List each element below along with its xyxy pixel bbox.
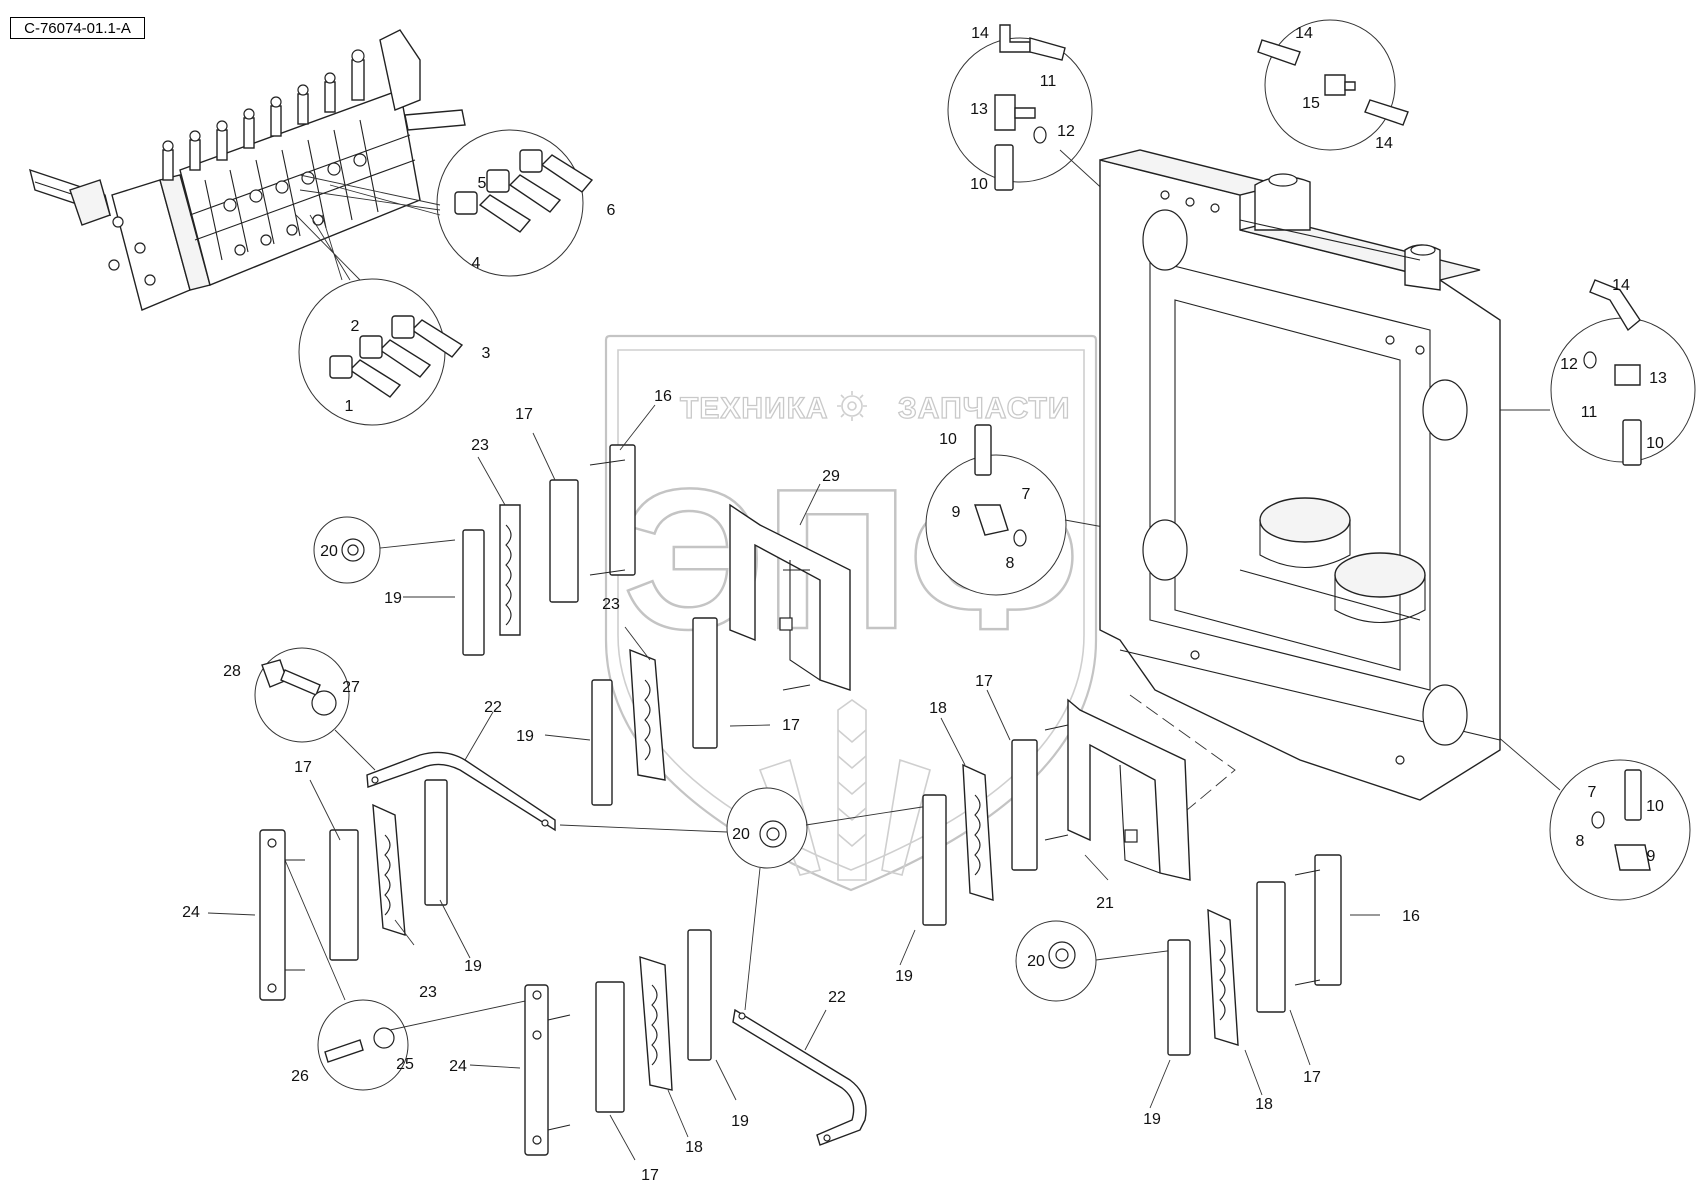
callout-22-b: 22 [828,989,846,1006]
callout-18-c: 18 [1255,1096,1273,1113]
callout-17-d: 17 [294,759,312,776]
callout-5: 5 [478,175,487,192]
drawing-reference-code: C-76074-01.1-A [10,17,145,39]
callout-24-b: 24 [449,1058,467,1075]
callout-13-b: 13 [1649,370,1667,387]
callout-10-a: 10 [970,176,988,193]
detail-circle-upper-tee [947,24,1093,191]
callout-20-a: 20 [320,543,338,560]
callout-19-f: 19 [1143,1111,1161,1128]
callout-19-b: 19 [516,728,534,745]
rod-22-lower [732,1008,867,1146]
callout-28: 28 [223,663,241,680]
callout-20-b: 20 [732,826,750,843]
rod-22-upper [366,751,556,832]
spool-row [162,49,365,181]
callout-19-d: 19 [731,1113,749,1130]
callout-11-b: 11 [1581,404,1598,421]
callout-23-c: 23 [419,984,437,1001]
callout-17-b: 17 [782,717,800,734]
detail-circle-bolt-27-28 [254,647,350,743]
callout-3: 3 [482,345,491,362]
callout-2: 2 [351,318,360,335]
mounting-frame [1099,149,1501,801]
callout-8-a: 8 [1006,555,1015,572]
detail-circle-nut-20-right [1015,920,1097,1002]
callout-13-a: 13 [970,101,988,118]
detail-circle-nut-20-left [313,516,381,584]
callout-10-c: 10 [1646,435,1664,452]
watermark-right-word: ЗАПЧАСТИ [898,392,1070,425]
clamp-set-lower-left [259,779,448,1001]
detail-circle-upper-right-tee [1257,19,1409,151]
callout-23-a: 23 [471,437,489,454]
callout-20-c: 20 [1027,953,1045,970]
callout-10-b: 10 [939,431,957,448]
callout-18-a: 18 [929,700,947,717]
callout-12-a: 12 [1057,123,1075,140]
detail-circle-mid-elbow [925,424,1067,596]
callout-11-a: 11 [1040,73,1057,90]
callout-15: 15 [1302,95,1320,112]
detail-circle-fittings-1-2-3 [298,278,464,426]
callout-22-a: 22 [484,699,502,716]
clamp-set-middle [591,617,718,806]
watermark-left-word: ТЕХНИКА [680,392,829,425]
detail-circle-lower-right-elbow [1549,759,1691,901]
callout-10-d: 10 [1646,798,1664,815]
callout-19-c: 19 [464,958,482,975]
callout-18-b: 18 [685,1139,703,1156]
callout-9-a: 9 [952,504,961,521]
detail-circle-nut-20-center [726,787,808,869]
control-valve-assembly [29,29,466,311]
clamp-set-upper-left [462,444,636,656]
callout-12-b: 12 [1560,356,1578,373]
callout-labels: 1 2 3 4 5 6 7 7 8 8 9 9 10 10 10 10 11 1… [182,25,1667,1184]
callout-24-a: 24 [182,904,200,921]
callout-4: 4 [472,255,481,272]
bracket-21 [1044,698,1191,881]
clamp-set-lower-right [1167,854,1342,1056]
callout-14-c: 14 [1375,135,1393,152]
detail-circle-bolt-25-26 [317,999,409,1091]
callout-27: 27 [342,679,360,696]
callout-8-b: 8 [1576,833,1585,850]
callout-17-e: 17 [641,1167,659,1184]
callout-17-f: 17 [1303,1069,1321,1086]
callout-19-a: 19 [384,590,402,607]
callout-16-b: 16 [1402,908,1420,925]
callout-23-b: 23 [602,596,620,613]
callout-21: 21 [1096,895,1114,912]
leader-lines [207,404,1380,1161]
callout-7-b: 7 [1588,784,1597,801]
callout-14-b: 14 [1295,25,1313,42]
callout-29: 29 [822,468,840,485]
gear-icon [837,391,867,421]
callout-17-a: 17 [515,406,533,423]
callout-19-e: 19 [895,968,913,985]
clamp-set-center-right [922,739,1038,926]
callout-17-c: 17 [975,673,993,690]
detail-circle-right-tee [1550,279,1696,466]
bracket-29 [729,503,851,691]
clamp-set-lower-center [524,929,712,1156]
callout-14-a: 14 [971,25,989,42]
callout-1: 1 [345,398,354,415]
callout-26: 26 [291,1068,309,1085]
callout-25: 25 [396,1056,414,1073]
callout-7-a: 7 [1022,486,1031,503]
detail-circle-fittings-4-5-6 [436,129,594,277]
callout-9-b: 9 [1647,848,1656,865]
callout-6: 6 [607,202,616,219]
callout-14-d: 14 [1612,277,1630,294]
callout-16-a: 16 [654,388,672,405]
